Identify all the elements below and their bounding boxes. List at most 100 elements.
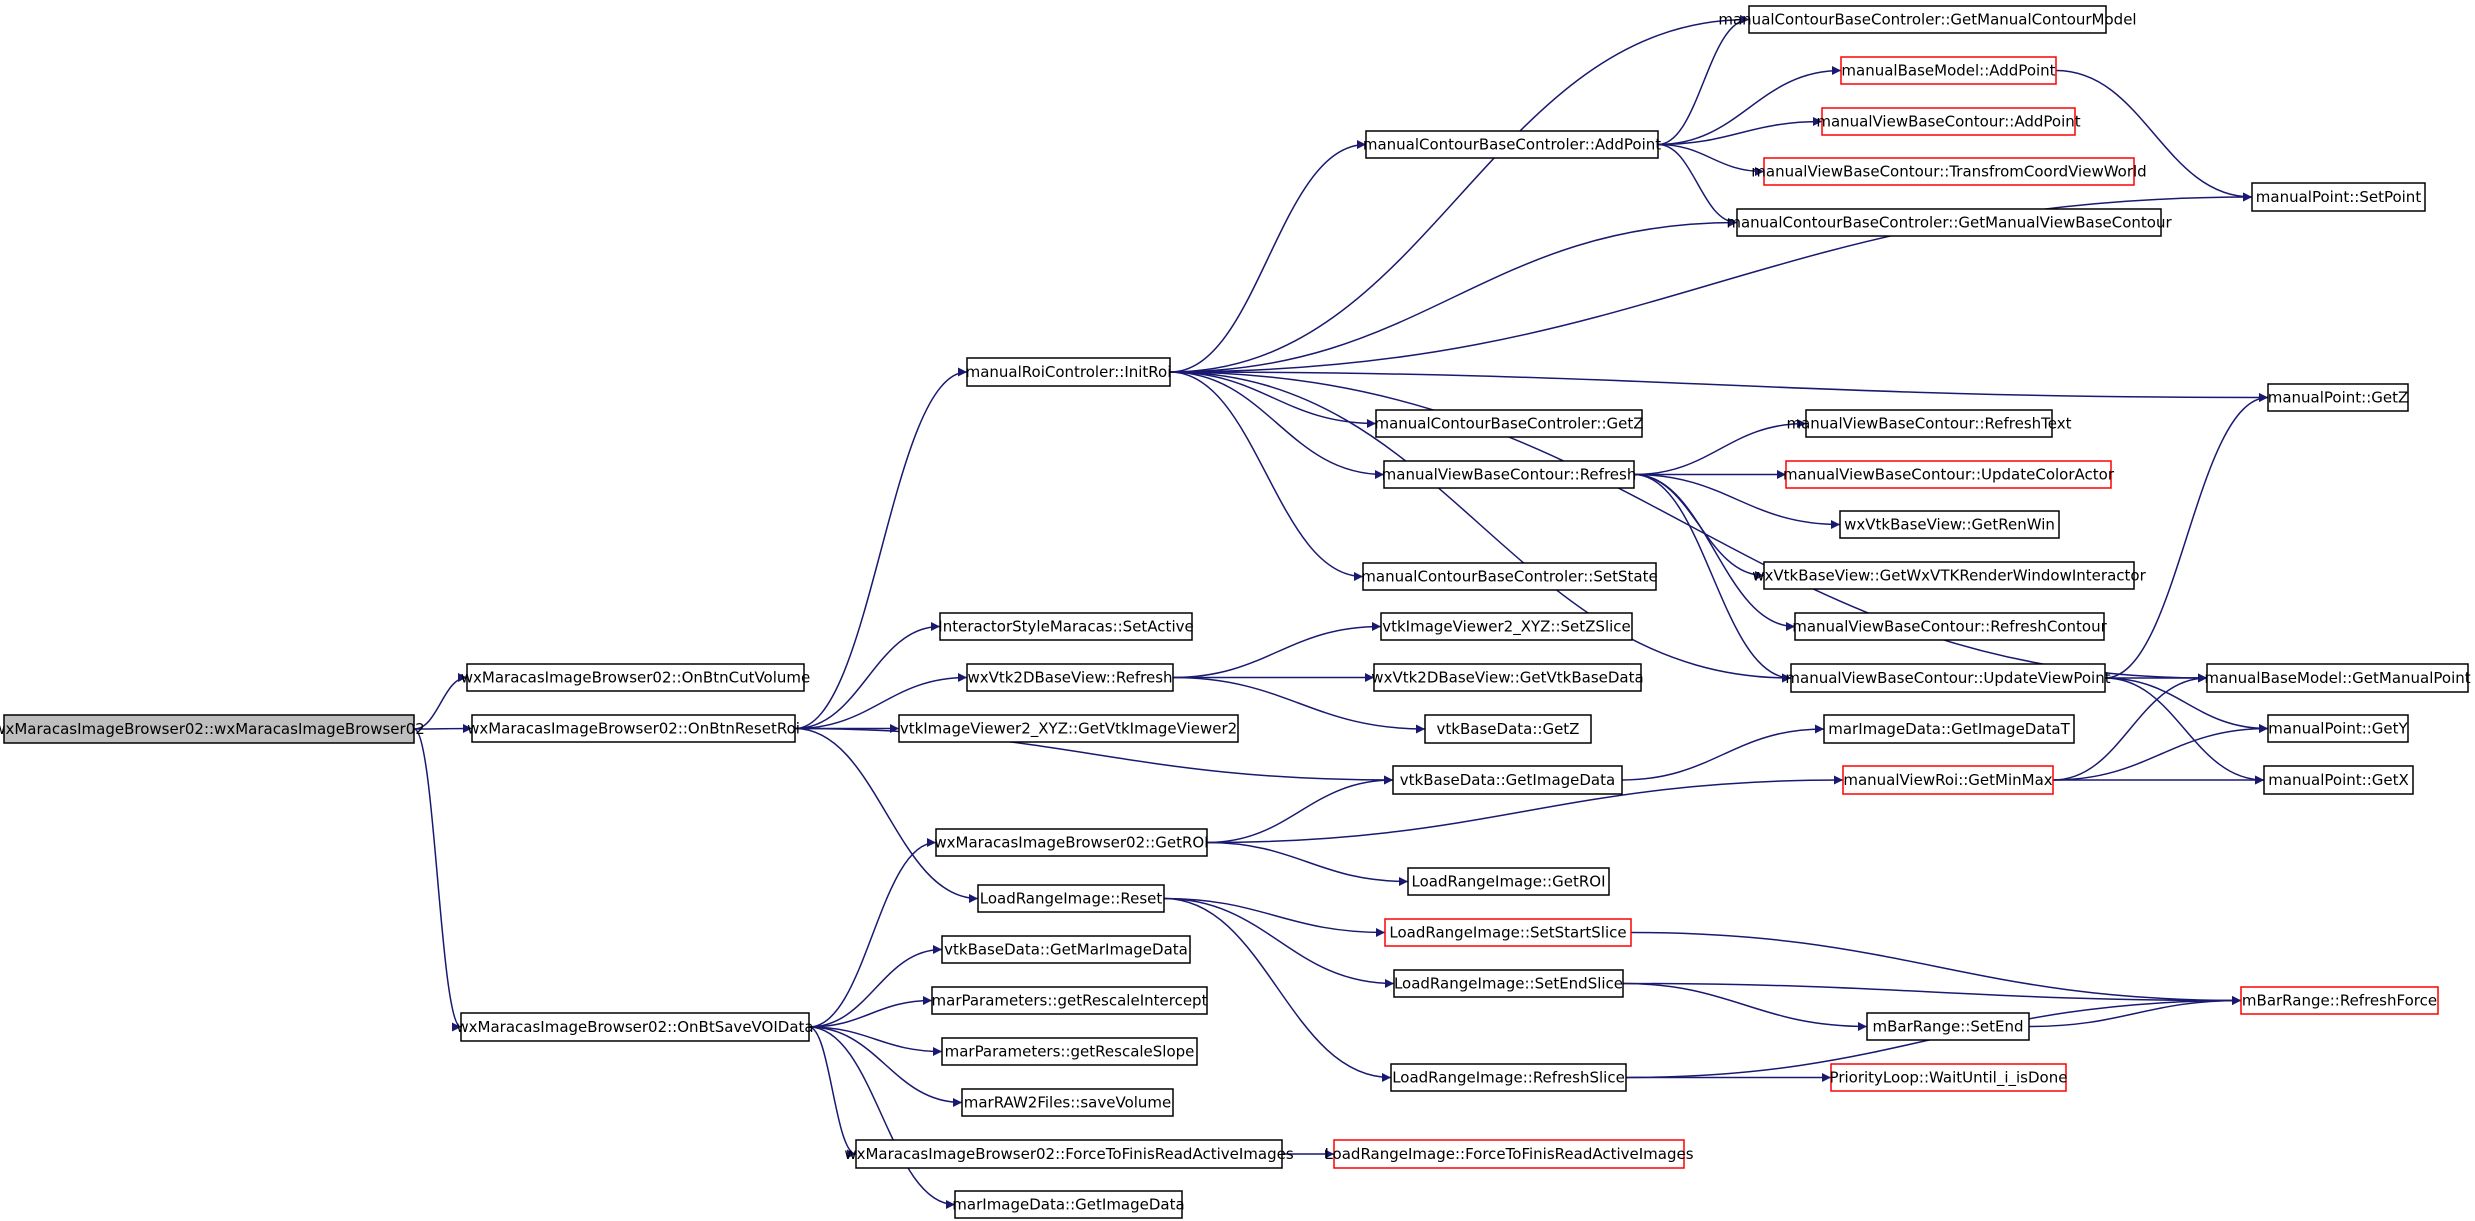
node-box[interactable] [1365, 130, 1659, 159]
node-box[interactable] [1763, 157, 2135, 186]
graph-node[interactable]: marRAW2Files::saveVolume [961, 1088, 1174, 1117]
graph-node[interactable]: manualContourBaseControler::GetZ [1374, 409, 1644, 438]
graph-node[interactable]: vtkBaseData::GetMarImageData [941, 935, 1191, 964]
graph-node[interactable]: vtkBaseData::GetZ [1424, 714, 1592, 744]
graph-node[interactable]: marImageData::GetImageData [952, 1190, 1185, 1219]
node-box[interactable] [1392, 765, 1623, 795]
node-box[interactable] [1373, 663, 1642, 692]
node-box[interactable] [1805, 409, 2053, 438]
graph-node[interactable]: manualViewBaseContour::RefreshText [1786, 409, 2072, 438]
node-box[interactable] [466, 663, 805, 692]
node-box[interactable] [471, 714, 796, 743]
graph-node[interactable]: LoadRangeImage::Reset [977, 884, 1165, 913]
node-box[interactable] [1794, 612, 2105, 641]
graph-node[interactable]: manualContourBaseControler::AddPoint [1363, 130, 1661, 159]
graph-node[interactable]: manualPoint::GetY [2267, 714, 2409, 743]
node-box[interactable] [966, 357, 1171, 387]
graph-node[interactable]: manualViewBaseContour::UpdateColorActor [1783, 460, 2115, 489]
graph-node[interactable]: manualContourBaseControler::SetState [1361, 562, 1658, 591]
node-box[interactable] [1839, 510, 2060, 539]
node-box[interactable] [2251, 182, 2426, 212]
graph-node[interactable]: manualPoint::GetX [2263, 765, 2414, 795]
node-box[interactable] [935, 828, 1208, 857]
graph-node[interactable]: marImageData::GetImageDataT [1823, 714, 2075, 744]
graph-node[interactable]: vtkImageViewer2_XYZ::SetZSlice [1380, 612, 1633, 641]
node-box[interactable] [1424, 714, 1592, 744]
node-box[interactable] [1333, 1139, 1685, 1169]
graph-node[interactable]: wxVtk2DBaseView::GetVtkBaseData [1371, 663, 1644, 692]
graph-node[interactable]: InteractorStyleMaracas::SetActive [938, 612, 1194, 641]
graph-node[interactable]: manualViewBaseContour::RefreshContour [1792, 612, 2108, 641]
graph-node[interactable]: wxMaracasImageBrowser02::OnBtnCutVolume [461, 663, 811, 692]
graph-node[interactable]: manualViewBaseContour::AddPoint [1816, 107, 2081, 136]
graph-node[interactable]: manualContourBaseControler::GetManualCon… [1718, 5, 2137, 34]
graph-node[interactable]: wxVtk2DBaseView::Refresh [966, 663, 1174, 692]
node-box[interactable] [460, 1012, 810, 1042]
node-box[interactable] [1790, 663, 2106, 693]
graph-node[interactable]: vtkBaseData::GetImageData [1392, 765, 1623, 795]
node-box[interactable] [977, 884, 1165, 913]
graph-node[interactable]: manualPoint::GetZ [2267, 383, 2409, 412]
node-box[interactable] [855, 1139, 1283, 1169]
node-box[interactable] [1380, 612, 1633, 641]
node-box[interactable] [1736, 208, 2162, 237]
node-box[interactable] [2263, 765, 2414, 795]
node-box[interactable] [1763, 561, 2135, 590]
node-box[interactable] [939, 612, 1193, 641]
node-box[interactable] [1823, 714, 2075, 744]
node-box[interactable] [2267, 383, 2409, 412]
node-box[interactable] [931, 986, 1208, 1015]
node-box[interactable] [1830, 1063, 2067, 1092]
graph-node[interactable]: vtkImageViewer2_XYZ::GetVtkImageViewer2 [898, 714, 1239, 743]
graph-node[interactable]: PriorityLoop::WaitUntil_i_isDone [1830, 1063, 2068, 1092]
graph-node[interactable]: LoadRangeImage::ForceToFinisReadActiveIm… [1324, 1139, 1694, 1169]
graph-node[interactable]: wxMaracasImageBrowser02::OnBtSaveVOIData [456, 1012, 814, 1042]
graph-node[interactable]: LoadRangeImage::RefreshSlice [1390, 1063, 1627, 1092]
graph-node[interactable]: manualBaseModel::AddPoint [1840, 56, 2057, 85]
graph-node[interactable]: LoadRangeImage::SetEndSlice [1393, 969, 1624, 998]
graph-node[interactable]: wxMaracasImageBrowser02::OnBtnResetRoi [467, 714, 800, 743]
graph-node[interactable]: mBarRange::RefreshForce [2240, 986, 2439, 1015]
node-box[interactable] [1842, 765, 2054, 795]
node-box[interactable] [961, 1088, 1174, 1117]
graph-node[interactable]: wxVtkBaseView::GetWxVTKRenderWindowInter… [1752, 561, 2147, 590]
node-box[interactable] [2240, 986, 2439, 1015]
node-box[interactable] [1866, 1012, 2030, 1041]
node-box[interactable] [3, 714, 415, 744]
graph-node[interactable]: manualPoint::SetPoint [2251, 182, 2426, 212]
node-box[interactable] [966, 663, 1174, 692]
graph-node[interactable]: manualViewBaseContour::UpdateViewPoint [1785, 663, 2111, 693]
node-box[interactable] [1383, 460, 1635, 489]
node-box[interactable] [1375, 409, 1643, 438]
graph-node[interactable]: wxMaracasImageBrowser02::GetROI [934, 828, 1209, 857]
node-box[interactable] [1748, 5, 2107, 34]
node-box[interactable] [1384, 918, 1632, 947]
graph-node[interactable]: manualViewRoi::GetMinMax [1842, 765, 2054, 795]
graph-node[interactable]: LoadRangeImage::SetStartSlice [1384, 918, 1632, 947]
node-box[interactable] [1362, 562, 1657, 591]
node-box[interactable] [941, 1037, 1198, 1066]
node-box[interactable] [2267, 714, 2409, 743]
graph-node[interactable]: manualRoiControler::InitRoi [966, 357, 1172, 387]
node-box[interactable] [954, 1190, 1183, 1219]
node-box[interactable] [1393, 969, 1624, 998]
graph-node[interactable]: mBarRange::SetEnd [1866, 1012, 2030, 1041]
node-box[interactable] [1390, 1063, 1627, 1092]
node-box[interactable] [1821, 107, 2076, 136]
graph-node[interactable]: marParameters::getRescaleIntercept [931, 986, 1208, 1015]
graph-node[interactable]: manualViewBaseContour::Refresh [1382, 460, 1637, 489]
node-box[interactable] [1407, 867, 1610, 896]
node-box[interactable] [1785, 460, 2112, 489]
node-box[interactable] [941, 935, 1191, 964]
graph-node[interactable]: wxMaracasImageBrowser02::ForceToFinisRea… [844, 1139, 1294, 1169]
graph-node[interactable]: LoadRangeImage::GetROI [1407, 867, 1610, 896]
graph-node[interactable]: manualBaseModel::GetManualPoint [2204, 663, 2471, 693]
graph-node[interactable]: manualContourBaseControler::GetManualVie… [1726, 208, 2172, 237]
node-box[interactable] [898, 714, 1239, 743]
graph-node[interactable]: wxVtkBaseView::GetRenWin [1839, 510, 2060, 539]
graph-node[interactable]: wxMaracasImageBrowser02::wxMaracasImageB… [0, 714, 425, 744]
graph-node[interactable]: manualViewBaseContour::TransfromCoordVie… [1751, 157, 2147, 186]
graph-node[interactable]: marParameters::getRescaleSlope [941, 1037, 1198, 1066]
node-box[interactable] [2206, 663, 2469, 693]
node-box[interactable] [1840, 56, 2057, 85]
